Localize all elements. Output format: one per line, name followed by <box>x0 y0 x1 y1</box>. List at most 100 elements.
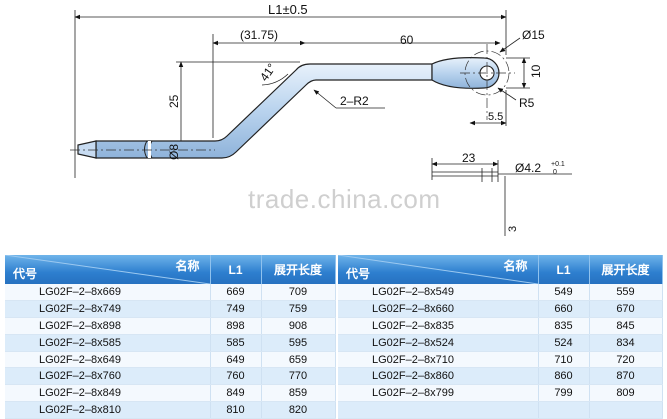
cell-code: LG02F–2–8x524 <box>338 334 539 352</box>
dim-pin-tol-upper: +0.1 <box>551 161 565 168</box>
cell-unfolded-length: 870 <box>589 367 663 386</box>
cell-l1: 549 <box>538 284 590 301</box>
header-diagonal <box>5 255 209 284</box>
dim-offset-label: (31.75) <box>240 28 278 42</box>
cell-code: LG02F–2–8x799 <box>338 384 539 403</box>
dim-pin-hole-label: Ø4.2 <box>515 161 541 175</box>
break-gap <box>148 141 151 158</box>
cell-unfolded-length: 659 <box>261 351 336 369</box>
cell-l1: 649 <box>210 351 262 369</box>
dim-eye-width-label: 10 <box>529 64 543 78</box>
cell-l1: 849 <box>210 384 262 403</box>
header-l1: L1 <box>210 255 262 284</box>
dim-eye-diameter-label: Ø15 <box>522 28 545 42</box>
cell-l1: 669 <box>210 284 262 301</box>
cell-unfolded-length: 709 <box>261 284 336 301</box>
cell-unfolded-length <box>589 401 663 419</box>
dim-rise-label: 25 <box>167 94 181 108</box>
cell-code: LG02F–2–8x760 <box>5 367 211 386</box>
cell-unfolded-length: 559 <box>589 284 663 301</box>
cell-unfolded-length: 770 <box>261 367 336 386</box>
leader-eye-dia <box>499 37 521 53</box>
cell-code: LG02F–2–8x549 <box>338 284 539 301</box>
cell-l1: 660 <box>538 300 590 318</box>
watermark: trade.china.com <box>248 184 441 214</box>
cell-l1: 799 <box>538 384 590 403</box>
cell-code: LG02F–2–8x849 <box>5 384 211 403</box>
header-name-right: 名称 <box>503 259 528 273</box>
cell-l1: 810 <box>210 401 262 419</box>
cell-unfolded-length: 820 <box>261 401 336 419</box>
header-name: 名称 <box>175 259 200 273</box>
dim-bend-radius-label: 2–R2 <box>340 94 369 108</box>
header-name-code-right: 名称 代号 <box>338 255 539 284</box>
cell-unfolded-length: 595 <box>261 334 336 352</box>
cell-unfolded-length: 720 <box>589 351 663 369</box>
dim-overall-label: L1±0.5 <box>268 2 308 17</box>
cell-l1: 585 <box>210 334 262 352</box>
cell-l1: 760 <box>210 367 262 386</box>
header-l1-right: L1 <box>538 255 590 284</box>
cell-unfolded-length: 834 <box>589 334 663 352</box>
header-unfolded-right: 展开长度 <box>589 255 663 284</box>
dim-pin-length-label: 23 <box>462 151 476 165</box>
cell-code: LG02F–2–8x585 <box>5 334 211 352</box>
dim-angle-label: 41° <box>257 61 279 84</box>
dim-pin-depth-label: 3 <box>507 226 519 232</box>
cell-l1: 710 <box>538 351 590 369</box>
header-code: 代号 <box>13 267 38 281</box>
cell-code: LG02F–2–8x749 <box>5 300 211 318</box>
dim-pin-tol-lower: 0 <box>553 169 557 176</box>
cell-code: LG02F–2–8x810 <box>5 401 211 419</box>
dim-rod-diameter-label: Ø8 <box>167 144 181 160</box>
cell-code: LG02F–2–8x898 <box>5 317 211 335</box>
header-unfolded: 展开长度 <box>261 255 336 284</box>
table-row <box>338 401 663 419</box>
cell-code: LG02F–2–8x649 <box>5 351 211 369</box>
cell-code: LG02F–2–8x660 <box>338 300 539 318</box>
cell-unfolded-length: 759 <box>261 300 336 318</box>
leader-bend-radius <box>313 89 337 109</box>
cell-l1: 835 <box>538 317 590 335</box>
cell-code: LG02F–2–8x669 <box>5 284 211 301</box>
header-name-code: 名称 代号 <box>5 255 211 284</box>
header-code-right: 代号 <box>346 267 371 281</box>
cell-l1 <box>538 401 590 419</box>
cell-unfolded-length: 845 <box>589 317 663 335</box>
cell-code: LG02F–2–8x710 <box>338 351 539 369</box>
dim-eye-offset-label: 5.5 <box>488 111 503 123</box>
cell-l1: 524 <box>538 334 590 352</box>
dim-straight-label: 60 <box>400 33 414 47</box>
header-diagonal-right <box>338 255 537 284</box>
cell-unfolded-length: 809 <box>589 384 663 403</box>
cell-unfolded-length: 859 <box>261 384 336 403</box>
rod-tip <box>77 140 97 159</box>
break-mark-1 <box>144 140 148 159</box>
cell-unfolded-length: 670 <box>589 300 663 318</box>
leader-eye-radius <box>497 87 517 101</box>
dim-eye-radius-label: R5 <box>519 96 535 110</box>
cell-unfolded-length: 908 <box>261 317 336 335</box>
cell-code: LG02F–2–8x860 <box>338 367 539 386</box>
cell-l1: 749 <box>210 300 262 318</box>
cell-l1: 860 <box>538 367 590 386</box>
technical-drawing: L1±0.5 (31.75) 60 25 Ø15 10 41° 2–R2 Ø8 … <box>70 2 572 236</box>
